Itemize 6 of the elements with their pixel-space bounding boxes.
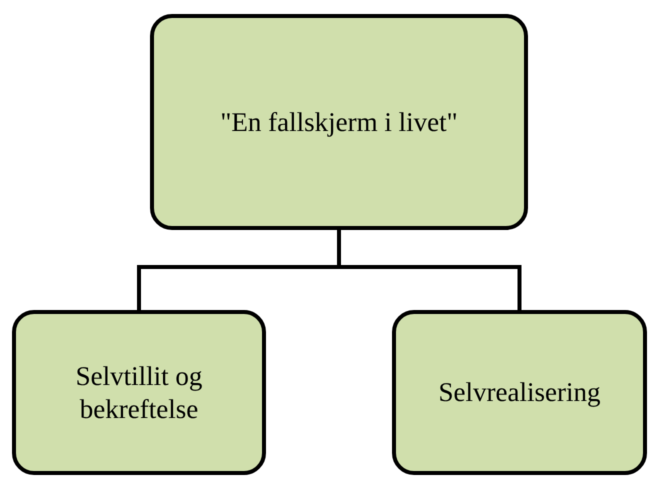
node-text: Selvtillit og bekreftelse — [74, 360, 204, 425]
node-text: "En fallskjerm i livet" — [220, 106, 458, 138]
rounded-box — [150, 14, 528, 230]
node-text: Selvrealisering — [438, 376, 600, 409]
rounded-box — [12, 310, 266, 475]
rounded-box — [392, 310, 647, 475]
